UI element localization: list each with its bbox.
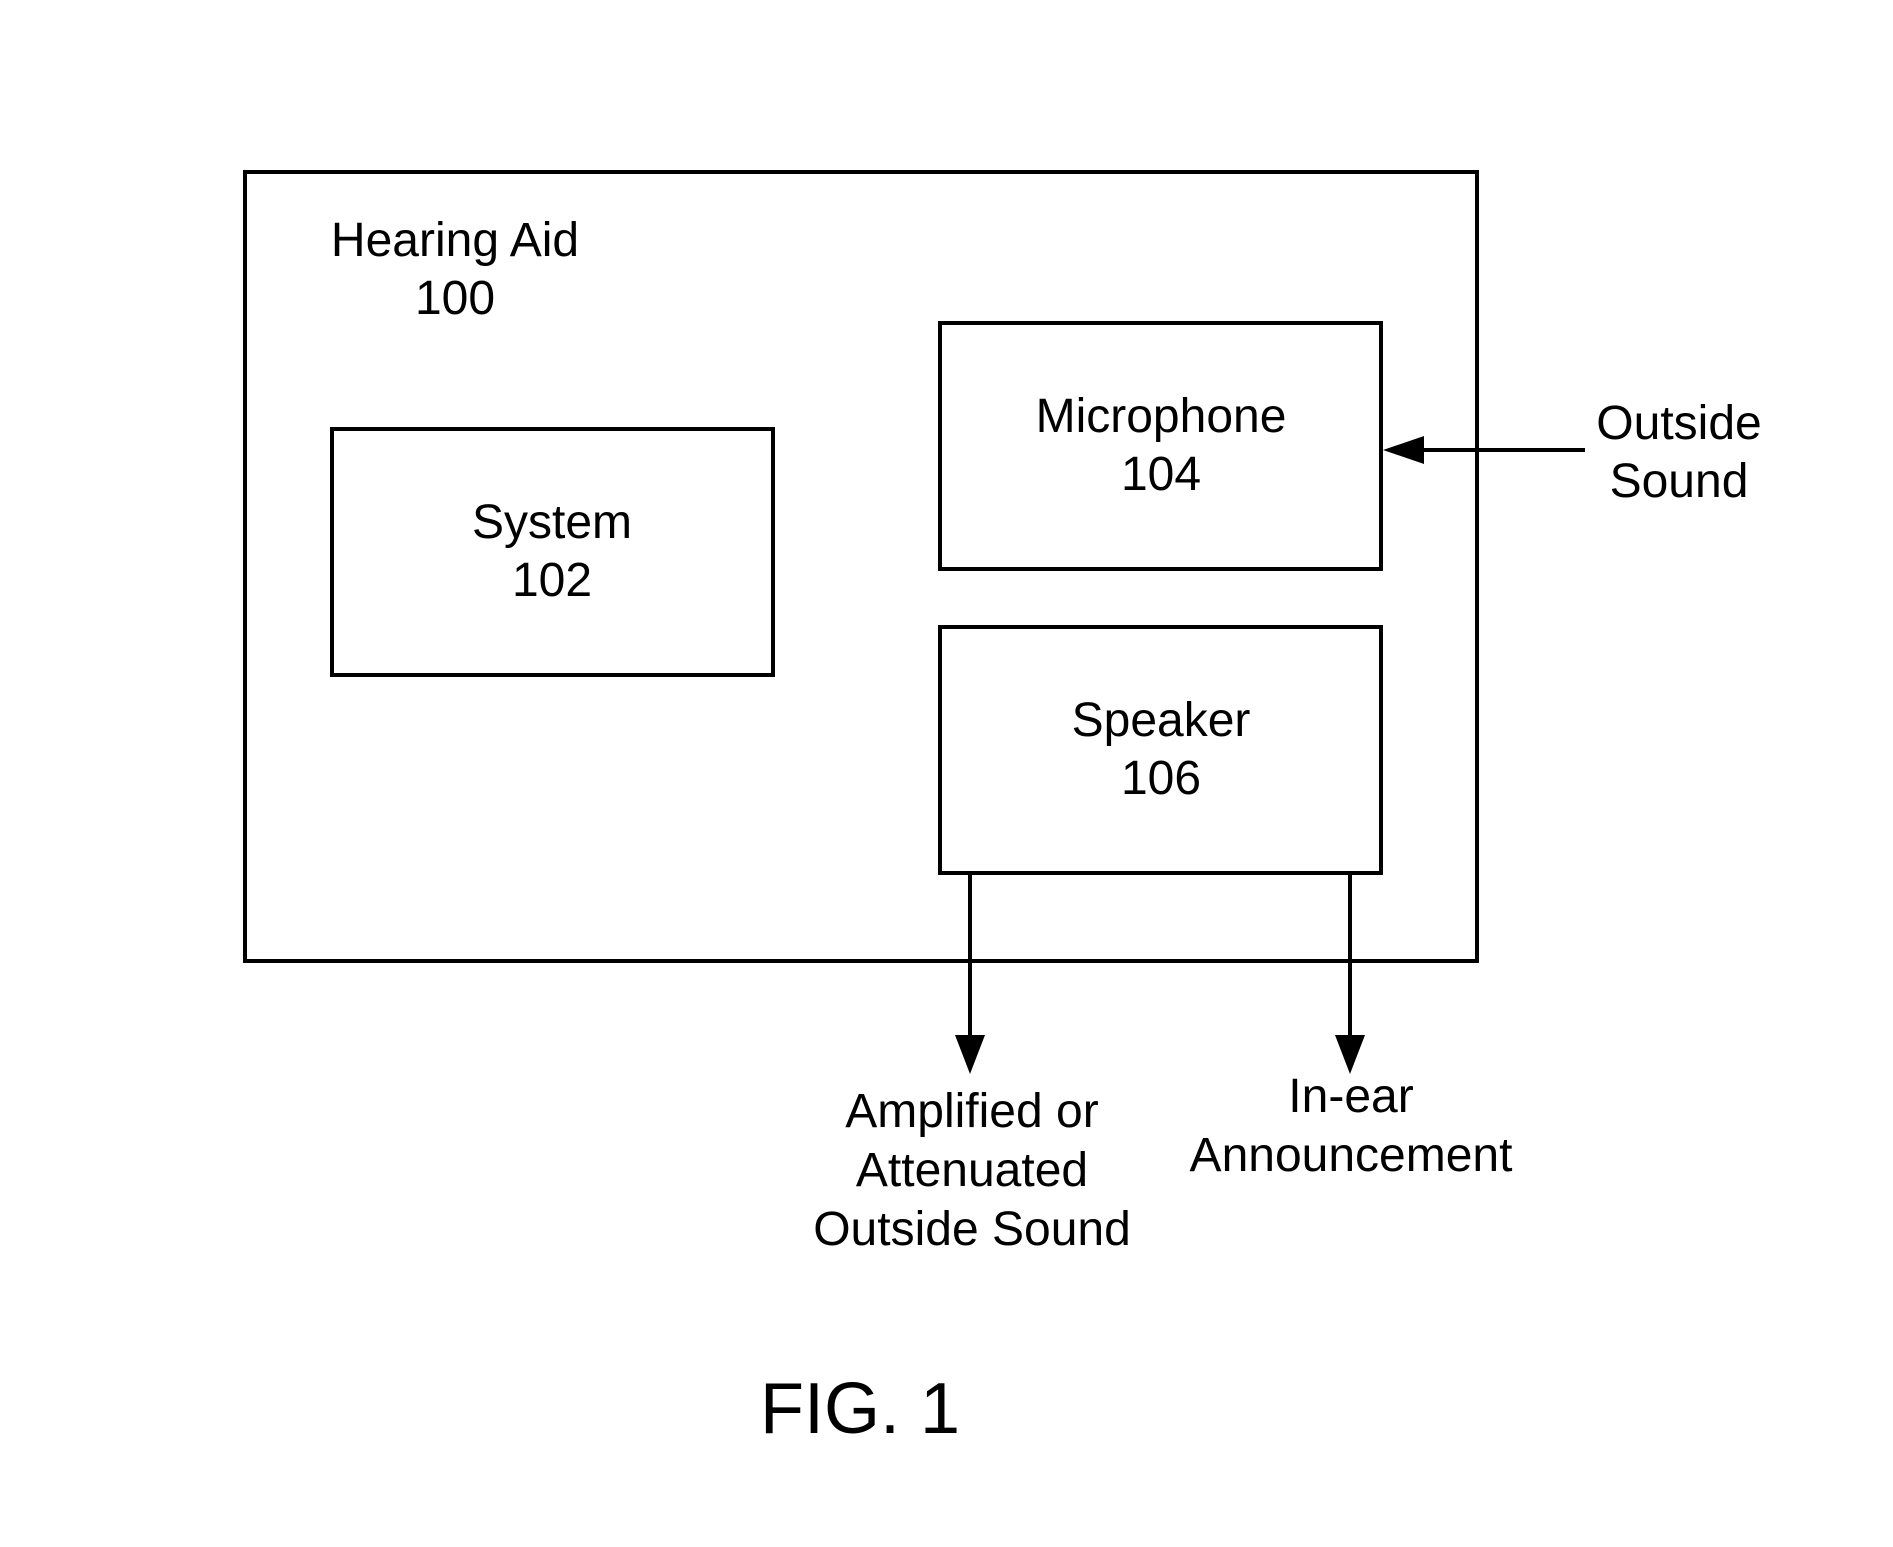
speaker-label: Speaker [1072, 694, 1251, 747]
announcement-label-line2: Announcement [1190, 1129, 1513, 1182]
amplified-sound-label-line3: Outside Sound [813, 1203, 1131, 1256]
microphone-label: Microphone [1036, 390, 1287, 443]
figure-caption: FIG. 1 [760, 1369, 960, 1449]
microphone-box [938, 321, 1383, 571]
system-number: 102 [512, 554, 592, 607]
speaker-number: 106 [1121, 752, 1201, 805]
system-box [330, 427, 775, 677]
announcement-label-line1: In-ear [1288, 1070, 1413, 1123]
microphone-number: 104 [1121, 448, 1201, 501]
hearing-aid-number: 100 [415, 272, 495, 325]
outside-sound-label-line1: Outside [1596, 397, 1761, 450]
hearing-aid-label: Hearing Aid [331, 214, 579, 267]
outside-sound-arrowhead [1383, 436, 1424, 464]
speaker-box [938, 625, 1383, 875]
hearing-aid-box [243, 170, 1479, 963]
amplified-sound-arrowhead [955, 1035, 985, 1074]
amplified-sound-label-line1: Amplified or [845, 1085, 1098, 1138]
announcement-arrowhead [1335, 1035, 1365, 1074]
outside-sound-label-line2: Sound [1610, 455, 1749, 508]
amplified-sound-label-line2: Attenuated [856, 1144, 1088, 1197]
system-label: System [472, 496, 632, 549]
